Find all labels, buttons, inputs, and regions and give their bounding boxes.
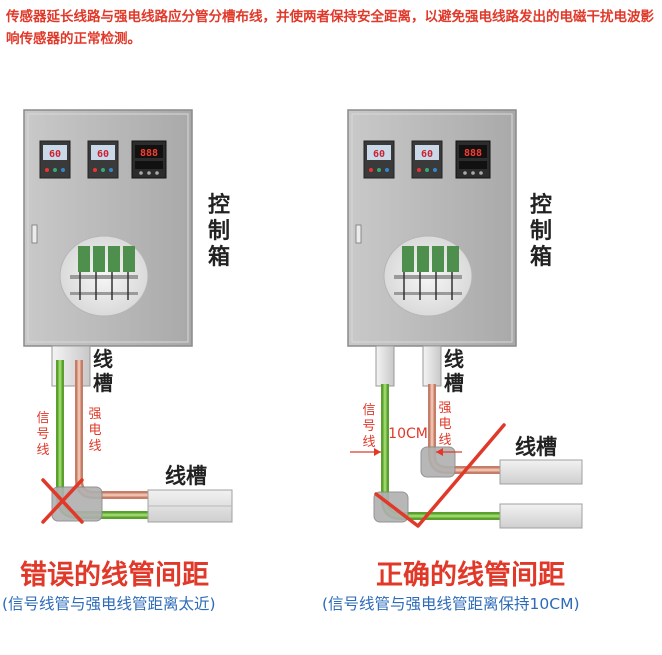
- vertical-duct-power-right: [422, 345, 442, 387]
- vertical-duct-signal-right: [375, 345, 395, 387]
- duct-label-right-horizontal: 线槽: [515, 435, 557, 459]
- correct-check-icon: [374, 423, 506, 528]
- power-label-left-1: 强: [88, 407, 101, 422]
- signal-label-left-2: 号: [36, 427, 49, 442]
- spacing-dimension: [350, 448, 462, 456]
- cabinet-label-left-2: 制: [208, 219, 230, 244]
- correct-layout: 60 60 888: [347, 109, 583, 529]
- correct-title: 正确的线管间距: [376, 560, 565, 591]
- duct-label-right-2: 槽: [444, 371, 464, 395]
- wrong-subtitle: (信号线管与强电线管距离太近): [2, 595, 216, 613]
- power-label-left-3: 线: [88, 439, 101, 454]
- power-label-right-3: 线: [438, 433, 451, 448]
- svg-text:60: 60: [97, 149, 109, 160]
- horizontal-duct-left: [147, 489, 233, 523]
- digital-controller-6: 888: [455, 140, 491, 179]
- pipe-elbow-power-right: [420, 446, 456, 478]
- digital-controller-3: 888: [131, 140, 167, 179]
- signal-label-right-1: 信: [362, 403, 375, 418]
- power-label-right-1: 强: [438, 401, 451, 416]
- svg-text:60: 60: [373, 149, 385, 160]
- signal-label-right-3: 线: [362, 435, 375, 450]
- door-handle-icon: [355, 224, 362, 244]
- temperature-controller-5: 60: [411, 140, 443, 179]
- wrong-x-icon: [41, 478, 84, 524]
- horizontal-duct-power-right: [499, 459, 583, 485]
- power-label-left-2: 电: [88, 423, 101, 438]
- cabinet-label-right-3: 箱: [530, 244, 552, 270]
- svg-text:60: 60: [421, 149, 433, 160]
- relay-panel-right: [383, 235, 473, 317]
- door-handle-icon: [31, 224, 38, 244]
- svg-text:888: 888: [464, 148, 482, 159]
- horizontal-duct-signal-right: [499, 503, 583, 529]
- temperature-controller-4: 60: [363, 140, 395, 179]
- relay-panel-left: [59, 235, 149, 317]
- intro-text: 传感器延长线路与强电线路应分管分槽布线，并使两者保持安全距离，以避免强电线路发出…: [6, 9, 654, 47]
- svg-text:60: 60: [49, 149, 61, 160]
- cabinet-label-left-3: 箱: [208, 244, 230, 270]
- wrong-title: 错误的线管间距: [20, 560, 209, 591]
- correct-subtitle: (信号线管与强电线管距离保持10CM): [322, 595, 580, 613]
- duct-label-left-1: 线: [93, 347, 113, 371]
- spacing-label: 10CM: [388, 426, 428, 442]
- signal-label-left-1: 信: [36, 411, 49, 426]
- duct-label-left-horizontal: 线槽: [165, 464, 207, 488]
- wrong-layout: 60 60 888: [23, 109, 233, 524]
- duct-label-right-1: 线: [444, 347, 464, 371]
- control-cabinet-left: 60 60 888: [23, 109, 193, 347]
- cabinet-label-right-1: 控: [530, 192, 552, 218]
- power-label-right-2: 电: [438, 417, 451, 432]
- temperature-controller-1: 60: [39, 140, 71, 179]
- svg-text:888: 888: [140, 148, 158, 159]
- signal-label-right-2: 号: [362, 419, 375, 434]
- signal-label-left-3: 线: [36, 443, 49, 458]
- cabinet-label-left-1: 控: [208, 192, 230, 218]
- control-cabinet-right: 60 60 888: [347, 109, 517, 347]
- duct-label-left-2: 槽: [93, 371, 113, 395]
- cabinet-label-right-2: 制: [530, 219, 552, 244]
- temperature-controller-2: 60: [87, 140, 119, 179]
